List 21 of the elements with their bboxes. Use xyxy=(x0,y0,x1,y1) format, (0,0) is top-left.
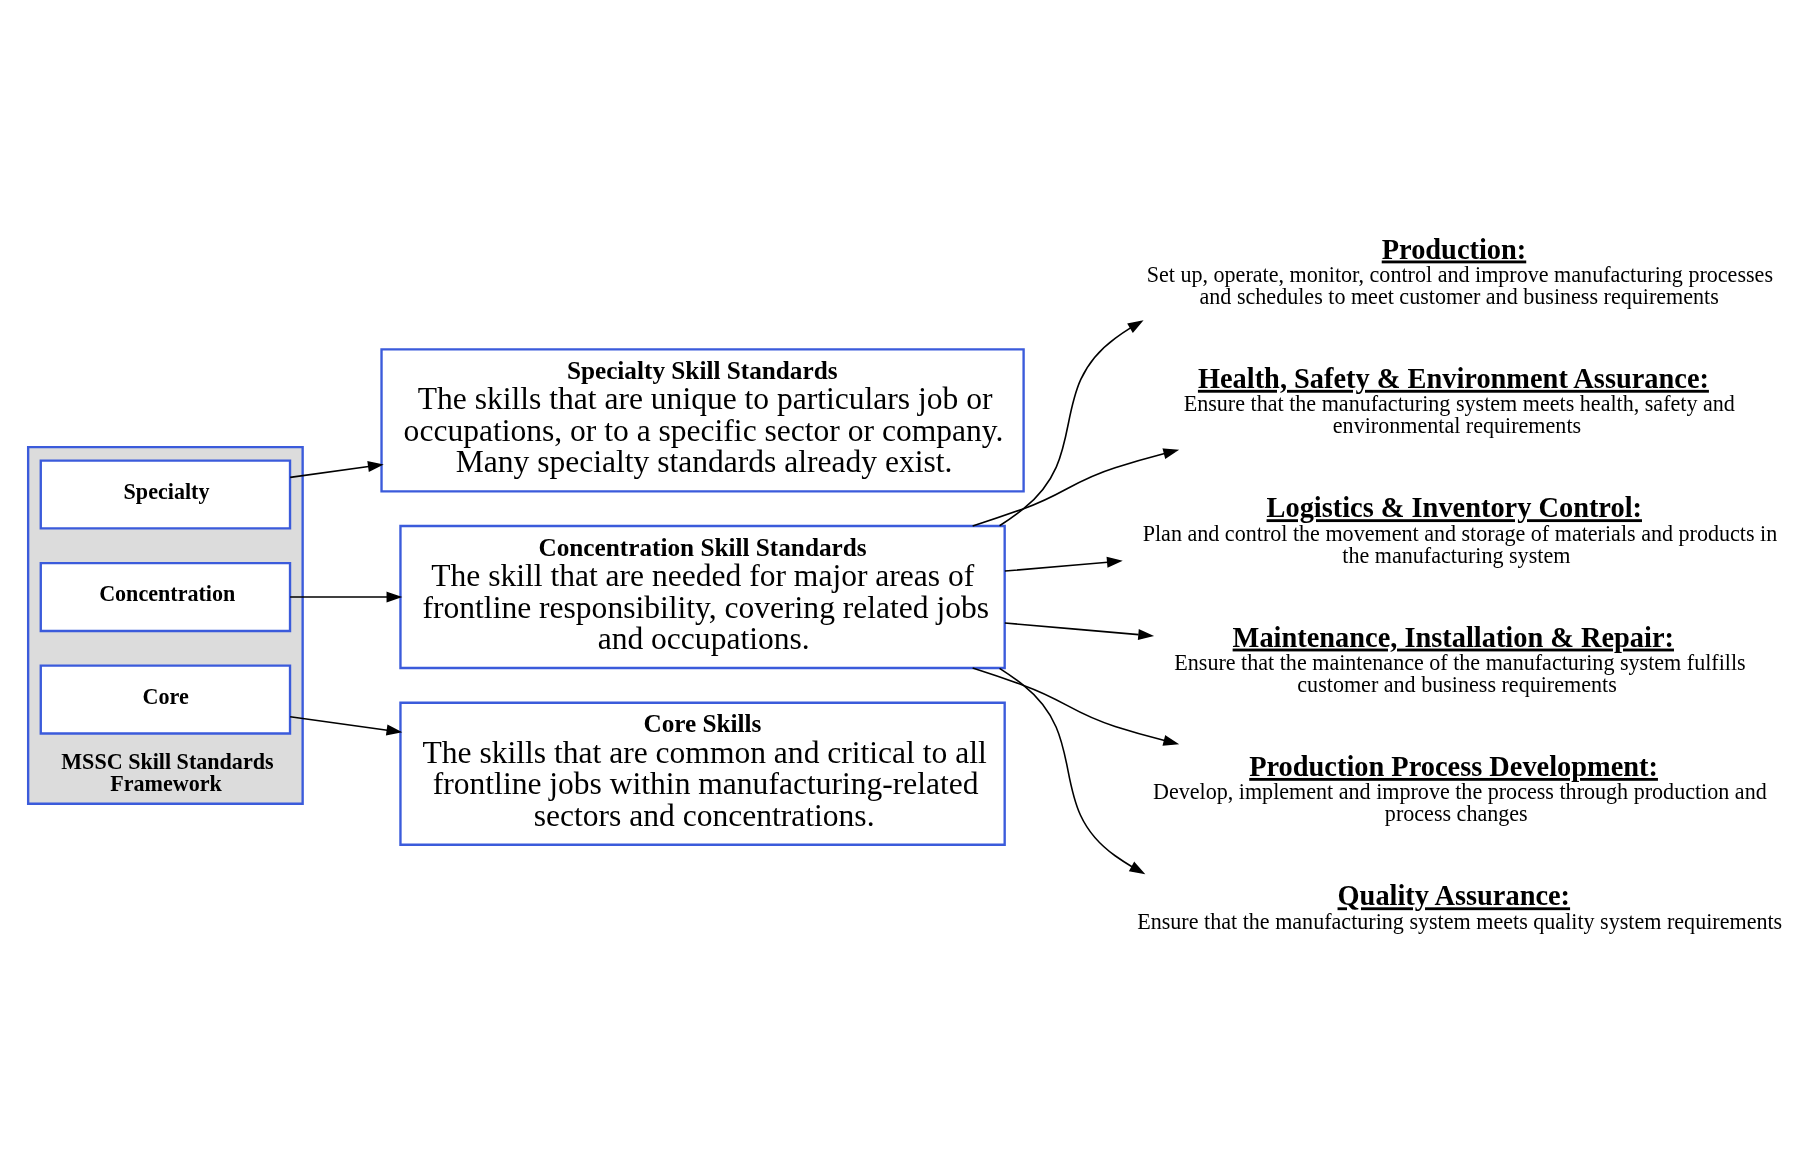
node-text: Health, Safety & Environment Assurance: Ensure that the manufacturing system meets health, safety and environmental requirements xyxy=(1183,362,1735,438)
arrow xyxy=(289,591,403,603)
arrow xyxy=(289,715,403,736)
arrow xyxy=(289,460,384,478)
node-box: Concentration Skill Standards The skill that are needed for major areas of frontline responsibility, covering related jobs and occupations. xyxy=(399,524,1006,669)
node-text: Production Process Development: Develop, implement and improve the process through production and process changes xyxy=(1152,750,1767,826)
arrow xyxy=(971,447,1180,527)
node-box: Concentration xyxy=(39,561,292,632)
node-box: Specialty Skill Standards The skills that are unique to particulars job or occupations, or to a specific sector or company. Many specialty standards already exist. xyxy=(380,347,1025,493)
node-text: Production: Set up, operate, monitor, control and improve manufacturing processes and schedules to meet customer and business requirements xyxy=(1146,232,1773,309)
node-text: Quality Assurance: Ensure that the manufacturing system meets quality system requirements xyxy=(1137,879,1783,934)
node-box: Core xyxy=(39,664,292,735)
node-box: Specialty xyxy=(39,458,292,530)
arrow xyxy=(971,666,1180,746)
arrow xyxy=(1004,621,1155,640)
arrow xyxy=(998,667,1146,874)
arrow xyxy=(1004,556,1123,572)
node-text: Maintenance, Installation & Repair: Ensure that the maintenance of the manufacturing system fulfills customer and business requirements xyxy=(1174,621,1746,697)
node-box: Core Skills The skills that are common and critical to all frontline jobs within manufacturing-related sectors and concentrations. xyxy=(399,701,1006,846)
arrow xyxy=(998,319,1144,527)
node-text: Logistics & Inventory Control: Plan and control the movement and storage of materials and products in the manufacturing system xyxy=(1142,491,1778,568)
